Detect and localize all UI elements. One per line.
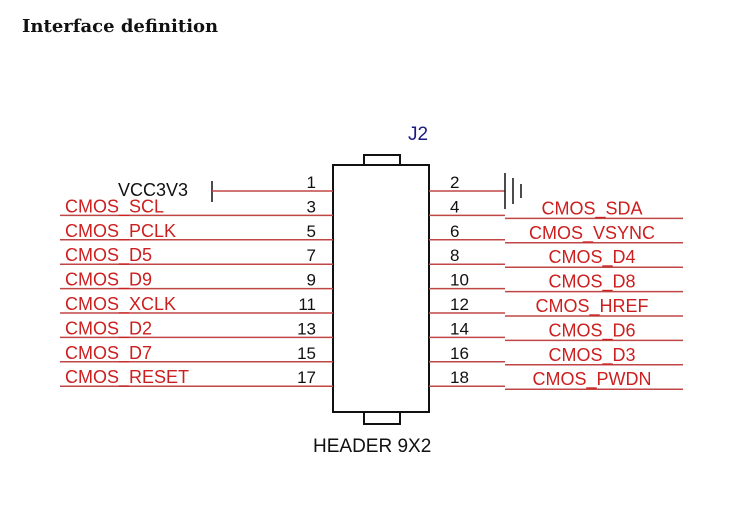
pin-number: 1 — [307, 173, 316, 192]
pin-number: 12 — [450, 295, 469, 314]
pin-number: 4 — [450, 197, 459, 216]
pin-number: 18 — [450, 368, 469, 387]
page-title: Interface definition — [22, 16, 219, 37]
pin-number: 10 — [450, 271, 469, 290]
left-net-label: CMOS_RESET — [65, 367, 189, 388]
power-label: VCC3V3 — [118, 180, 188, 200]
left-net-label: CMOS_PCLK — [65, 221, 176, 242]
component-ref: J2 — [408, 124, 428, 145]
pin-number: 16 — [450, 344, 469, 363]
pin-number: 7 — [307, 246, 316, 265]
component-value: HEADER 9X2 — [313, 436, 431, 457]
pin-number: 3 — [307, 197, 316, 216]
header-top-tab — [363, 154, 401, 166]
pin-number: 17 — [297, 368, 316, 387]
left-net-label: CMOS_XCLK — [65, 294, 176, 315]
pin-number: 14 — [450, 319, 469, 338]
right-net-label: CMOS_D6 — [548, 320, 635, 341]
pin-number: 5 — [307, 222, 316, 241]
pin-number: 2 — [450, 173, 459, 192]
pin-number: 8 — [450, 246, 459, 265]
left-net-label: CMOS_D9 — [65, 270, 152, 291]
right-net-label: CMOS_D3 — [548, 345, 635, 366]
pin-number: 9 — [307, 271, 316, 290]
left-net-label: CMOS_D7 — [65, 343, 152, 364]
header-body — [332, 164, 430, 413]
right-net-label: CMOS_VSYNC — [529, 223, 655, 244]
header-bottom-tab — [363, 411, 401, 425]
pin-number: 15 — [297, 344, 316, 363]
right-net-label: CMOS_D8 — [548, 272, 635, 293]
ground-icon — [429, 173, 522, 209]
right-net-label: CMOS_HREF — [535, 296, 648, 317]
right-net-label: CMOS_D4 — [548, 247, 635, 268]
left-net-label: CMOS_SCL — [65, 196, 164, 217]
pin-number: 6 — [450, 222, 459, 241]
left-net-label: CMOS_D5 — [65, 245, 152, 266]
right-net-label: CMOS_PWDN — [532, 369, 651, 390]
pin-number: 11 — [298, 295, 316, 314]
right-net-label: CMOS_SDA — [541, 198, 642, 219]
pin-number: 13 — [297, 319, 316, 338]
left-net-label: CMOS_D2 — [65, 318, 152, 339]
